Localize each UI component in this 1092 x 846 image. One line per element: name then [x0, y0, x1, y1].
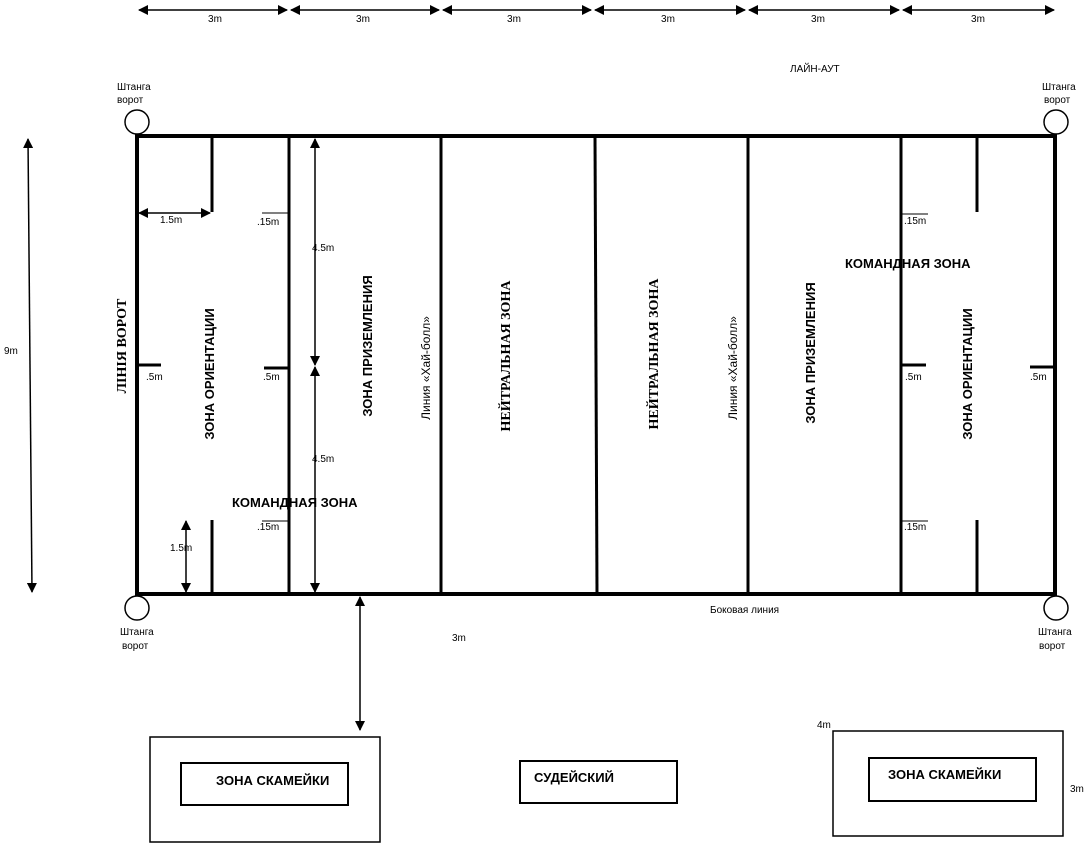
mark-015-br: .15m: [904, 522, 926, 533]
bench-zone-label-right: ЗОНА СКАМЕЙКИ: [888, 767, 1001, 782]
mark-05-1: .5m: [146, 372, 163, 383]
landing-zone-label-right: ЗОНА ПРИЗЕМЛЕНИЯ: [803, 282, 818, 423]
fine-marks: [262, 212, 928, 522]
goal-post-top-left: [124, 109, 150, 135]
neutral-zone-label-right: НЕЙТРАЛЬНАЯ ЗОНА: [645, 278, 662, 430]
neutral-zone-label-left: НЕЙТРАЛЬНАЯ ЗОНА: [497, 280, 514, 432]
bench-height-label: 3m: [1070, 784, 1084, 795]
field-marks: [137, 136, 1055, 594]
width-arrow: [23, 138, 37, 593]
top-dim-label-2: 3m: [356, 14, 370, 25]
team-zone-depth-label: 1.5m: [160, 215, 182, 226]
bench-gap-label: 3m: [452, 633, 466, 644]
mark-05-4: .5m: [1030, 372, 1047, 383]
mark-015-bl: .15m: [257, 522, 279, 533]
referee-box: СУДЕЙСКИЙ: [519, 760, 678, 804]
goal-post-top-right: [1043, 109, 1069, 135]
team-zone-label-left: КОМАНДНАЯ ЗОНА: [232, 495, 358, 510]
half-width-label-bottom: 4.5m: [312, 454, 334, 465]
mark-05-2: .5m: [263, 372, 280, 383]
team-zone-label-right: КОМАНДНАЯ ЗОНА: [845, 256, 971, 271]
goal-post-label-tl-1: Штанга: [117, 82, 151, 93]
mark-015-tr: .15m: [904, 216, 926, 227]
mark-015-tl: .15m: [257, 217, 279, 228]
half-width-label-top: 4.5m: [312, 243, 334, 254]
goal-post-label-bl-2: ворот: [122, 641, 149, 652]
bench-width-label: 4m: [817, 720, 831, 731]
goal-post-label-tr-1: Штанга: [1042, 82, 1076, 93]
goal-post-label-br-1: Штанга: [1038, 627, 1072, 638]
bench-zone-right: ЗОНА СКАМЕЙКИ: [832, 730, 1064, 837]
goal-post-bottom-left: [124, 595, 150, 621]
mark-05-3: .5m: [905, 372, 922, 383]
landing-zone-label-left: ЗОНА ПРИЗЕМЛЕНИЯ: [360, 275, 375, 416]
goal-post-label-tr-2: ворот: [1044, 95, 1071, 106]
bench-zone-left: ЗОНА СКАМЕЙКИ: [149, 736, 381, 843]
bench-zone-label-left: ЗОНА СКАМЕЙКИ: [216, 773, 329, 788]
orientation-gap-label: 1.5m: [170, 543, 192, 554]
top-dim-label-6: 3m: [971, 14, 985, 25]
side-line-label: Боковая линия: [710, 605, 779, 616]
top-dim-label-3: 3m: [507, 14, 521, 25]
top-dim-label-1: 3m: [208, 14, 222, 25]
goal-post-bottom-right: [1043, 595, 1069, 621]
goal-post-label-br-2: ворот: [1039, 641, 1066, 652]
width-label: 9m: [4, 346, 18, 357]
goal-post-label-bl-1: Штанга: [120, 627, 154, 638]
goal-posts: [124, 109, 1069, 621]
top-dim-label-4: 3m: [661, 14, 675, 25]
line-out-label: ЛАЙН-АУТ: [790, 62, 840, 75]
high-ball-line-label-right: Линия «Хай-болл»: [726, 316, 740, 420]
referee-label: СУДЕЙСКИЙ: [534, 770, 614, 785]
orientation-zone-label-left: ЗОНА ОРИЕНТАЦИИ: [202, 308, 217, 439]
goal-line-label: ЛІНІЯ ВОРОТ: [115, 298, 130, 393]
high-ball-line-label-left: Линия «Хай-болл»: [419, 316, 433, 420]
orientation-zone-label-right: ЗОНА ОРИЕНТАЦИИ: [960, 308, 975, 439]
goal-post-label-tl-2: ворот: [117, 95, 144, 106]
top-dim-label-5: 3m: [811, 14, 825, 25]
